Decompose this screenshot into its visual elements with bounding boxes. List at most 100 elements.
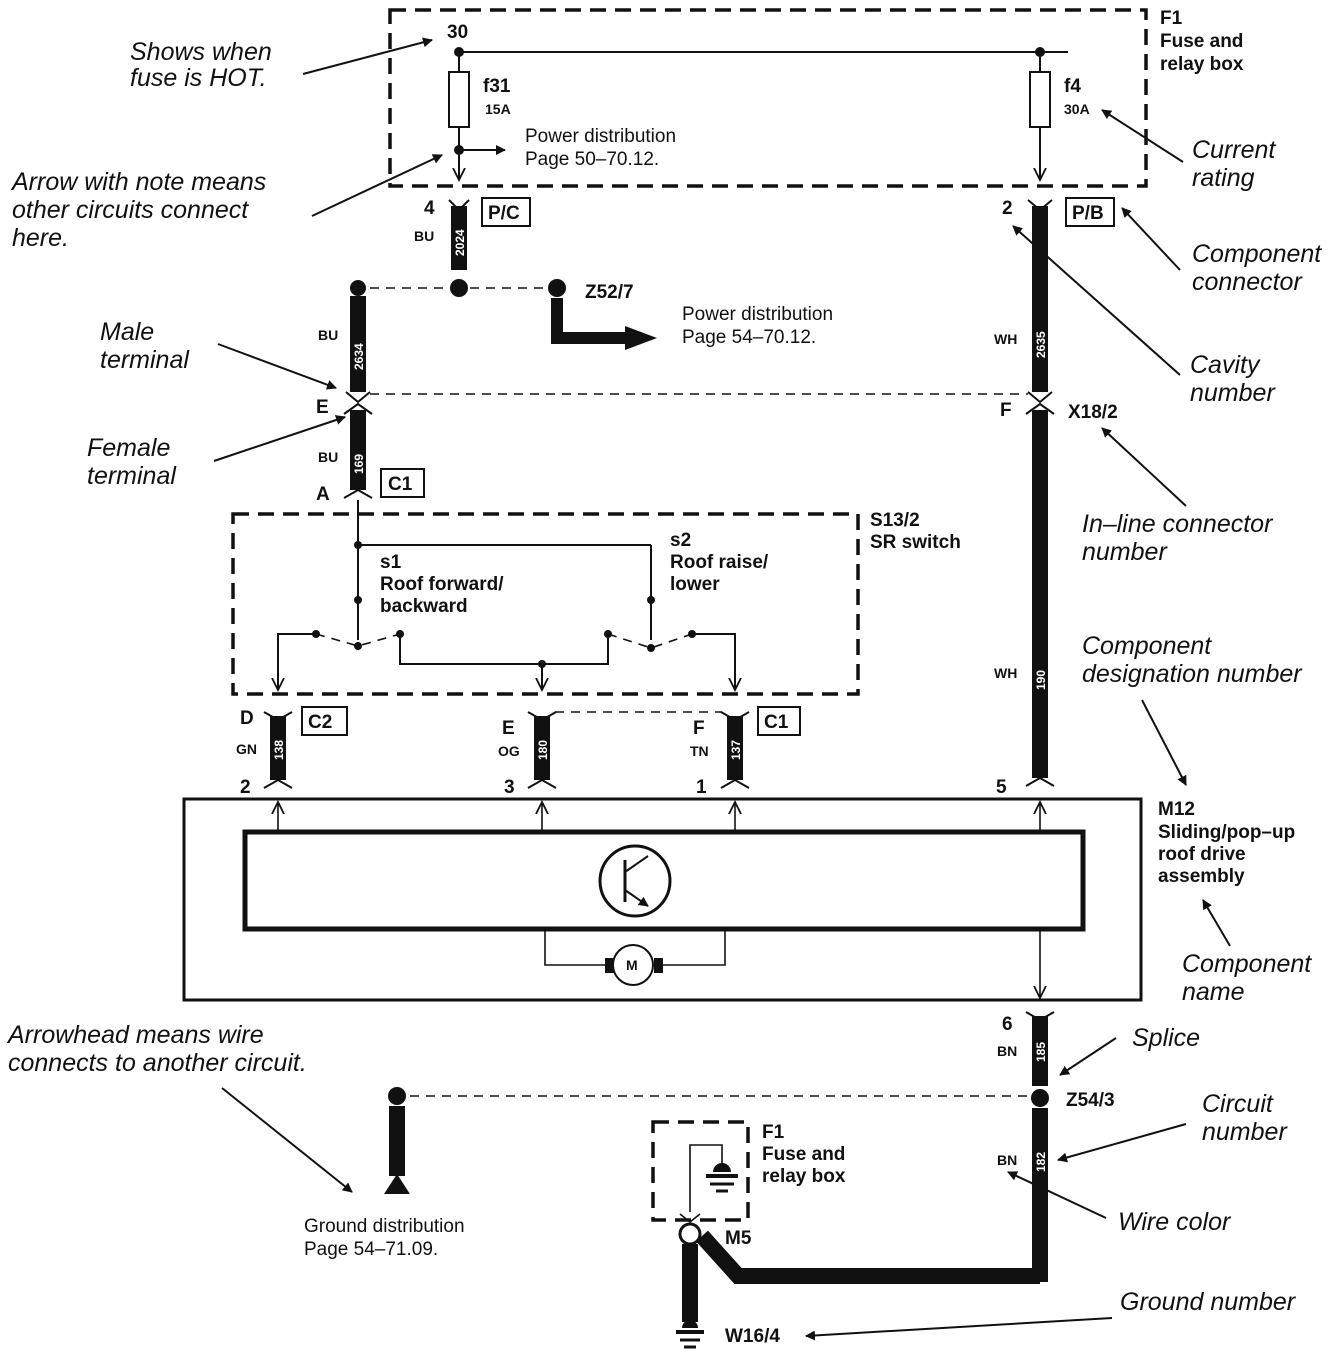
annotation-component-name: Component name: [1182, 899, 1312, 1006]
power-dist-1-line2: Page 50–70.12.: [525, 149, 659, 170]
m12-pin-6: 6: [1002, 1014, 1013, 1035]
fuse-box-name-2: relay box: [1160, 54, 1244, 75]
connector-pc-label: P/C: [488, 203, 520, 224]
motor-label: M: [626, 957, 638, 973]
svg-text:designation number: designation number: [1082, 660, 1303, 688]
svg-text:Wire color: Wire color: [1118, 1208, 1232, 1236]
power-dist-2-line2: Page 54–70.12.: [682, 327, 816, 348]
wire-color-182: BN: [997, 1152, 1017, 1168]
ground-dist-line1: Ground distribution: [304, 1216, 465, 1237]
circuit-137: 137: [729, 740, 743, 760]
fuse-f4-rating: 30A: [1064, 101, 1090, 117]
annotation-ground-number: Ground number: [805, 1288, 1297, 1341]
connector-pb-label: P/B: [1072, 203, 1104, 224]
wire-color-138: GN: [236, 741, 257, 757]
annotation-male-terminal: Male terminal: [100, 318, 337, 390]
annotation-arrow-note: Arrow with note means other circuits con…: [10, 154, 443, 252]
m12-pin-1: 1: [696, 777, 707, 798]
c2-label: C2: [308, 712, 332, 733]
annotation-component-connector: Component connector: [1121, 207, 1322, 296]
switch-s1-id: s1: [380, 552, 402, 573]
wire-180: E OG 180 3: [498, 711, 557, 798]
splice-z54-label: Z54/3: [1066, 1090, 1115, 1111]
svg-text:other circuits connect: other circuits connect: [12, 196, 249, 224]
circuit-182: 182: [1034, 1152, 1048, 1172]
annotation-wire-color: Wire color: [1007, 1171, 1232, 1236]
svg-text:number: number: [1202, 1118, 1288, 1146]
svg-text:Arrow with note means: Arrow with note means: [10, 168, 266, 196]
svg-text:Circuit: Circuit: [1202, 1090, 1274, 1118]
x18-label: X18/2: [1068, 402, 1118, 423]
wire-138: D C2 GN 138 2: [236, 706, 348, 798]
svg-text:connects to another circuit.: connects to another circuit.: [8, 1049, 307, 1077]
ground-box-name-1: Fuse and: [762, 1144, 845, 1165]
annotation-splice: Splice: [1059, 1024, 1200, 1076]
connector-pb: 2 P/B WH 2635: [994, 197, 1115, 404]
svg-text:In–line connector: In–line connector: [1082, 510, 1274, 538]
svg-text:number: number: [1190, 379, 1276, 407]
wire-190: F X18/2 WH 190 5: [994, 400, 1118, 798]
annotation-circuit-number: Circuit number: [1057, 1090, 1288, 1163]
annotation-female-terminal: Female terminal: [87, 415, 346, 490]
c1-bottom-label: C1: [764, 712, 789, 733]
switch-s2-line2: lower: [670, 574, 720, 595]
annotation-current-rating: Current rating: [1101, 109, 1276, 192]
wire-color-190: WH: [994, 665, 1017, 681]
ground-point-label: M5: [725, 1228, 752, 1249]
svg-text:Current: Current: [1192, 136, 1276, 164]
fuse-f4-id: f4: [1064, 76, 1081, 97]
switch-s1-line1: Roof forward/: [380, 574, 504, 595]
switch-s2-id: s2: [670, 530, 691, 551]
wire-color-2024: BU: [414, 228, 434, 244]
annotation-arrowhead: Arrowhead means wire connects to another…: [6, 1021, 353, 1193]
circuit-2024: 2024: [453, 229, 467, 256]
c1-top-label: C1: [388, 474, 413, 495]
c1-bottom-cavity-f: F: [693, 718, 705, 739]
ground-box-name-2: relay box: [762, 1166, 846, 1187]
fuse-f31-id: f31: [483, 76, 511, 97]
fuse-box-name-1: Fuse and: [1160, 31, 1243, 52]
svg-text:name: name: [1182, 978, 1245, 1006]
svg-text:Ground number: Ground number: [1120, 1288, 1297, 1316]
circuit-190: 190: [1034, 670, 1048, 690]
svg-text:here.: here.: [12, 224, 69, 252]
svg-text:Cavity: Cavity: [1190, 351, 1261, 379]
m12-pin-2: 2: [240, 777, 251, 798]
splice-z54: Z54/3 Ground distribution Page 54–71.09.: [304, 1087, 1115, 1260]
circuit-169: 169: [352, 454, 366, 474]
circuit-2635: 2635: [1034, 331, 1048, 358]
c1-bottom-cavity-e: E: [502, 718, 515, 739]
svg-text:Splice: Splice: [1132, 1024, 1200, 1052]
ground-box-id: F1: [762, 1122, 785, 1143]
component-name-1: Sliding/pop–up: [1158, 822, 1295, 843]
circuit-138: 138: [272, 740, 286, 760]
circuit-180: 180: [536, 740, 550, 760]
component-name-3: assembly: [1158, 866, 1245, 887]
svg-text:number: number: [1082, 538, 1168, 566]
connector-pb-cavity: 2: [1002, 198, 1013, 219]
feed-label: 30: [447, 22, 468, 43]
wire-color-180: OG: [498, 743, 520, 759]
component-name-2: roof drive: [1158, 844, 1246, 865]
annotation-component-designation: Component designation number: [1082, 632, 1303, 786]
fuse-box-id: F1: [1160, 8, 1183, 29]
switch-name: SR switch: [870, 532, 961, 553]
fuse-f31-rating: 15A: [485, 101, 511, 117]
svg-text:Female: Female: [87, 434, 170, 462]
m12-pin-5: 5: [996, 777, 1007, 798]
circuit-185: 185: [1034, 1042, 1048, 1062]
c2-cavity: D: [240, 708, 254, 729]
wire-185: 6 BN 185: [997, 1011, 1055, 1086]
x18-cavity-f: F: [1000, 400, 1012, 421]
annotation-cavity-number: Cavity number: [1012, 225, 1276, 407]
wire-137: F TN 137 C1 1: [690, 706, 801, 798]
splice-z52-label: Z52/7: [585, 282, 634, 303]
svg-text:Component: Component: [1182, 950, 1312, 978]
component-id: M12: [1158, 799, 1195, 820]
svg-text:Arrowhead means wire: Arrowhead means wire: [6, 1021, 264, 1049]
svg-text:terminal: terminal: [100, 346, 190, 374]
connector-pc-cavity: 4: [424, 198, 435, 219]
wire-color-169: BU: [318, 449, 338, 465]
ground-box: F1 Fuse and relay box: [651, 1120, 846, 1224]
